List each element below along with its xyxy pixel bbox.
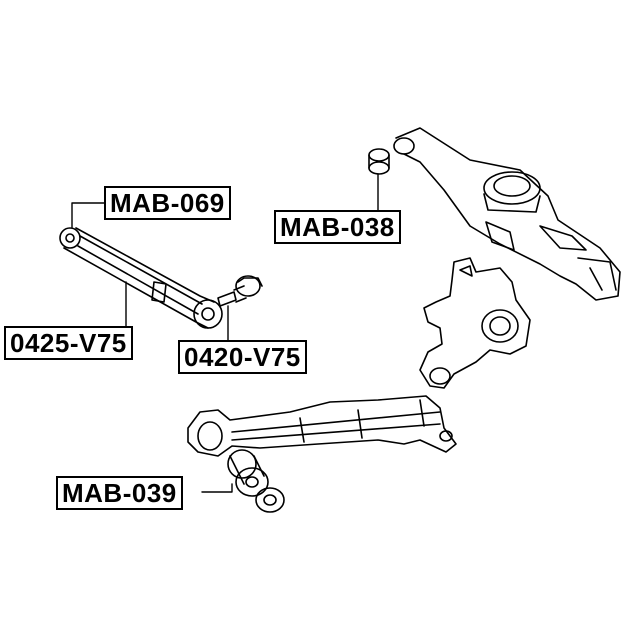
- label-0425-v75: 0425-V75: [4, 326, 133, 360]
- leader-mab-069: [71, 202, 105, 229]
- lateral-arm: [187, 395, 457, 457]
- label-mab-039: MAB-039: [56, 476, 183, 510]
- bushing-mab-038: [368, 148, 390, 175]
- label-mab-069: MAB-069: [104, 186, 231, 220]
- knuckle: [419, 257, 531, 389]
- bushing-mab-039: [227, 449, 285, 513]
- label-0420-v75: 0420-V75: [178, 340, 307, 374]
- leader-lines: [71, 173, 379, 493]
- bolt-and-bushing: [217, 275, 263, 307]
- upper-control-arm: [59, 227, 223, 329]
- leader-mab-039: [201, 483, 233, 493]
- lower-arm: [393, 127, 621, 301]
- label-mab-038: MAB-038: [274, 210, 401, 244]
